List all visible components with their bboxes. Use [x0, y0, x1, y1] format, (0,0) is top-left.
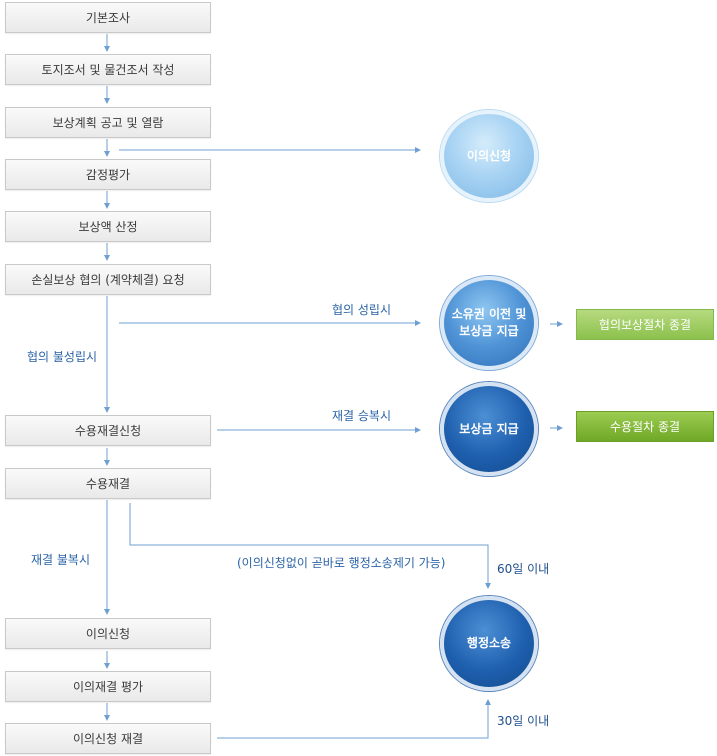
ruling-reject-label: 재결 불복시: [31, 553, 91, 567]
ruling-accept-label: 재결 승복시: [332, 409, 392, 423]
lawsuit-circle: 행정소송: [440, 596, 538, 691]
step-label: 토지조서 및 물건조서 작성: [41, 63, 175, 77]
step-label: 수용재결: [85, 477, 131, 491]
step-expropriation-ruling: 수용재결: [5, 468, 211, 499]
transfer-circle-line1: 소유권 이전 및: [451, 307, 527, 321]
step-basic-survey: 기본조사: [5, 2, 211, 33]
step-label: 수용재결신청: [74, 424, 142, 438]
agreement-end-box: 협의보상절차 종결: [576, 309, 714, 340]
step-amount-calculation: 보상액 산정: [5, 211, 211, 242]
step-compensation-notice: 보상계획 공고 및 열람: [5, 107, 211, 138]
within-30-days-label: 30일 이내: [497, 714, 550, 728]
step-label: 이의신청: [85, 627, 131, 641]
objection-circle-label: 이의신청: [466, 148, 512, 163]
payment-circle-label: 보상금 지급: [459, 421, 519, 436]
within-60-days-label: 60일 이내: [497, 562, 550, 576]
expropriation-end-box: 수용절차 종결: [576, 411, 714, 442]
step-label: 보상액 산정: [78, 220, 138, 234]
agreement-fail-label: 협의 불성립시: [27, 350, 98, 364]
step-label: 기본조사: [85, 11, 131, 25]
step-label: 감정평가: [85, 168, 131, 182]
step-label: 보상계획 공고 및 열람: [52, 116, 164, 130]
step-consultation-request: 손실보상 협의 (계약체결) 요청: [5, 264, 211, 295]
step-label: 이의신청 재결: [72, 732, 144, 746]
step-appraisal: 감정평가: [5, 159, 211, 190]
step-land-inventory: 토지조서 및 물건조서 작성: [5, 54, 211, 85]
objection-circle: 이의신청: [440, 110, 538, 202]
step-objection: 이의신청: [5, 618, 211, 649]
step-expropriation-application: 수용재결신청: [5, 415, 211, 446]
direct-lawsuit-label: (이의신청없이 곧바로 행정소송제기 가능): [237, 556, 446, 570]
payment-circle: 보상금 지급: [440, 382, 538, 476]
agreement-end-label: 협의보상절차 종결: [598, 318, 692, 332]
step-label: 이의재결 평가: [72, 680, 144, 694]
step-label: 손실보상 협의 (계약체결) 요청: [31, 273, 185, 287]
transfer-circle-line2: 보상금 지급: [459, 324, 519, 338]
step-objection-ruling: 이의신청 재결: [5, 723, 211, 754]
expropriation-end-label: 수용절차 종결: [609, 420, 681, 434]
lawsuit-circle-label: 행정소송: [466, 636, 512, 650]
step-objection-appraisal: 이의재결 평가: [5, 671, 211, 702]
agreement-success-label: 협의 성립시: [332, 303, 392, 317]
